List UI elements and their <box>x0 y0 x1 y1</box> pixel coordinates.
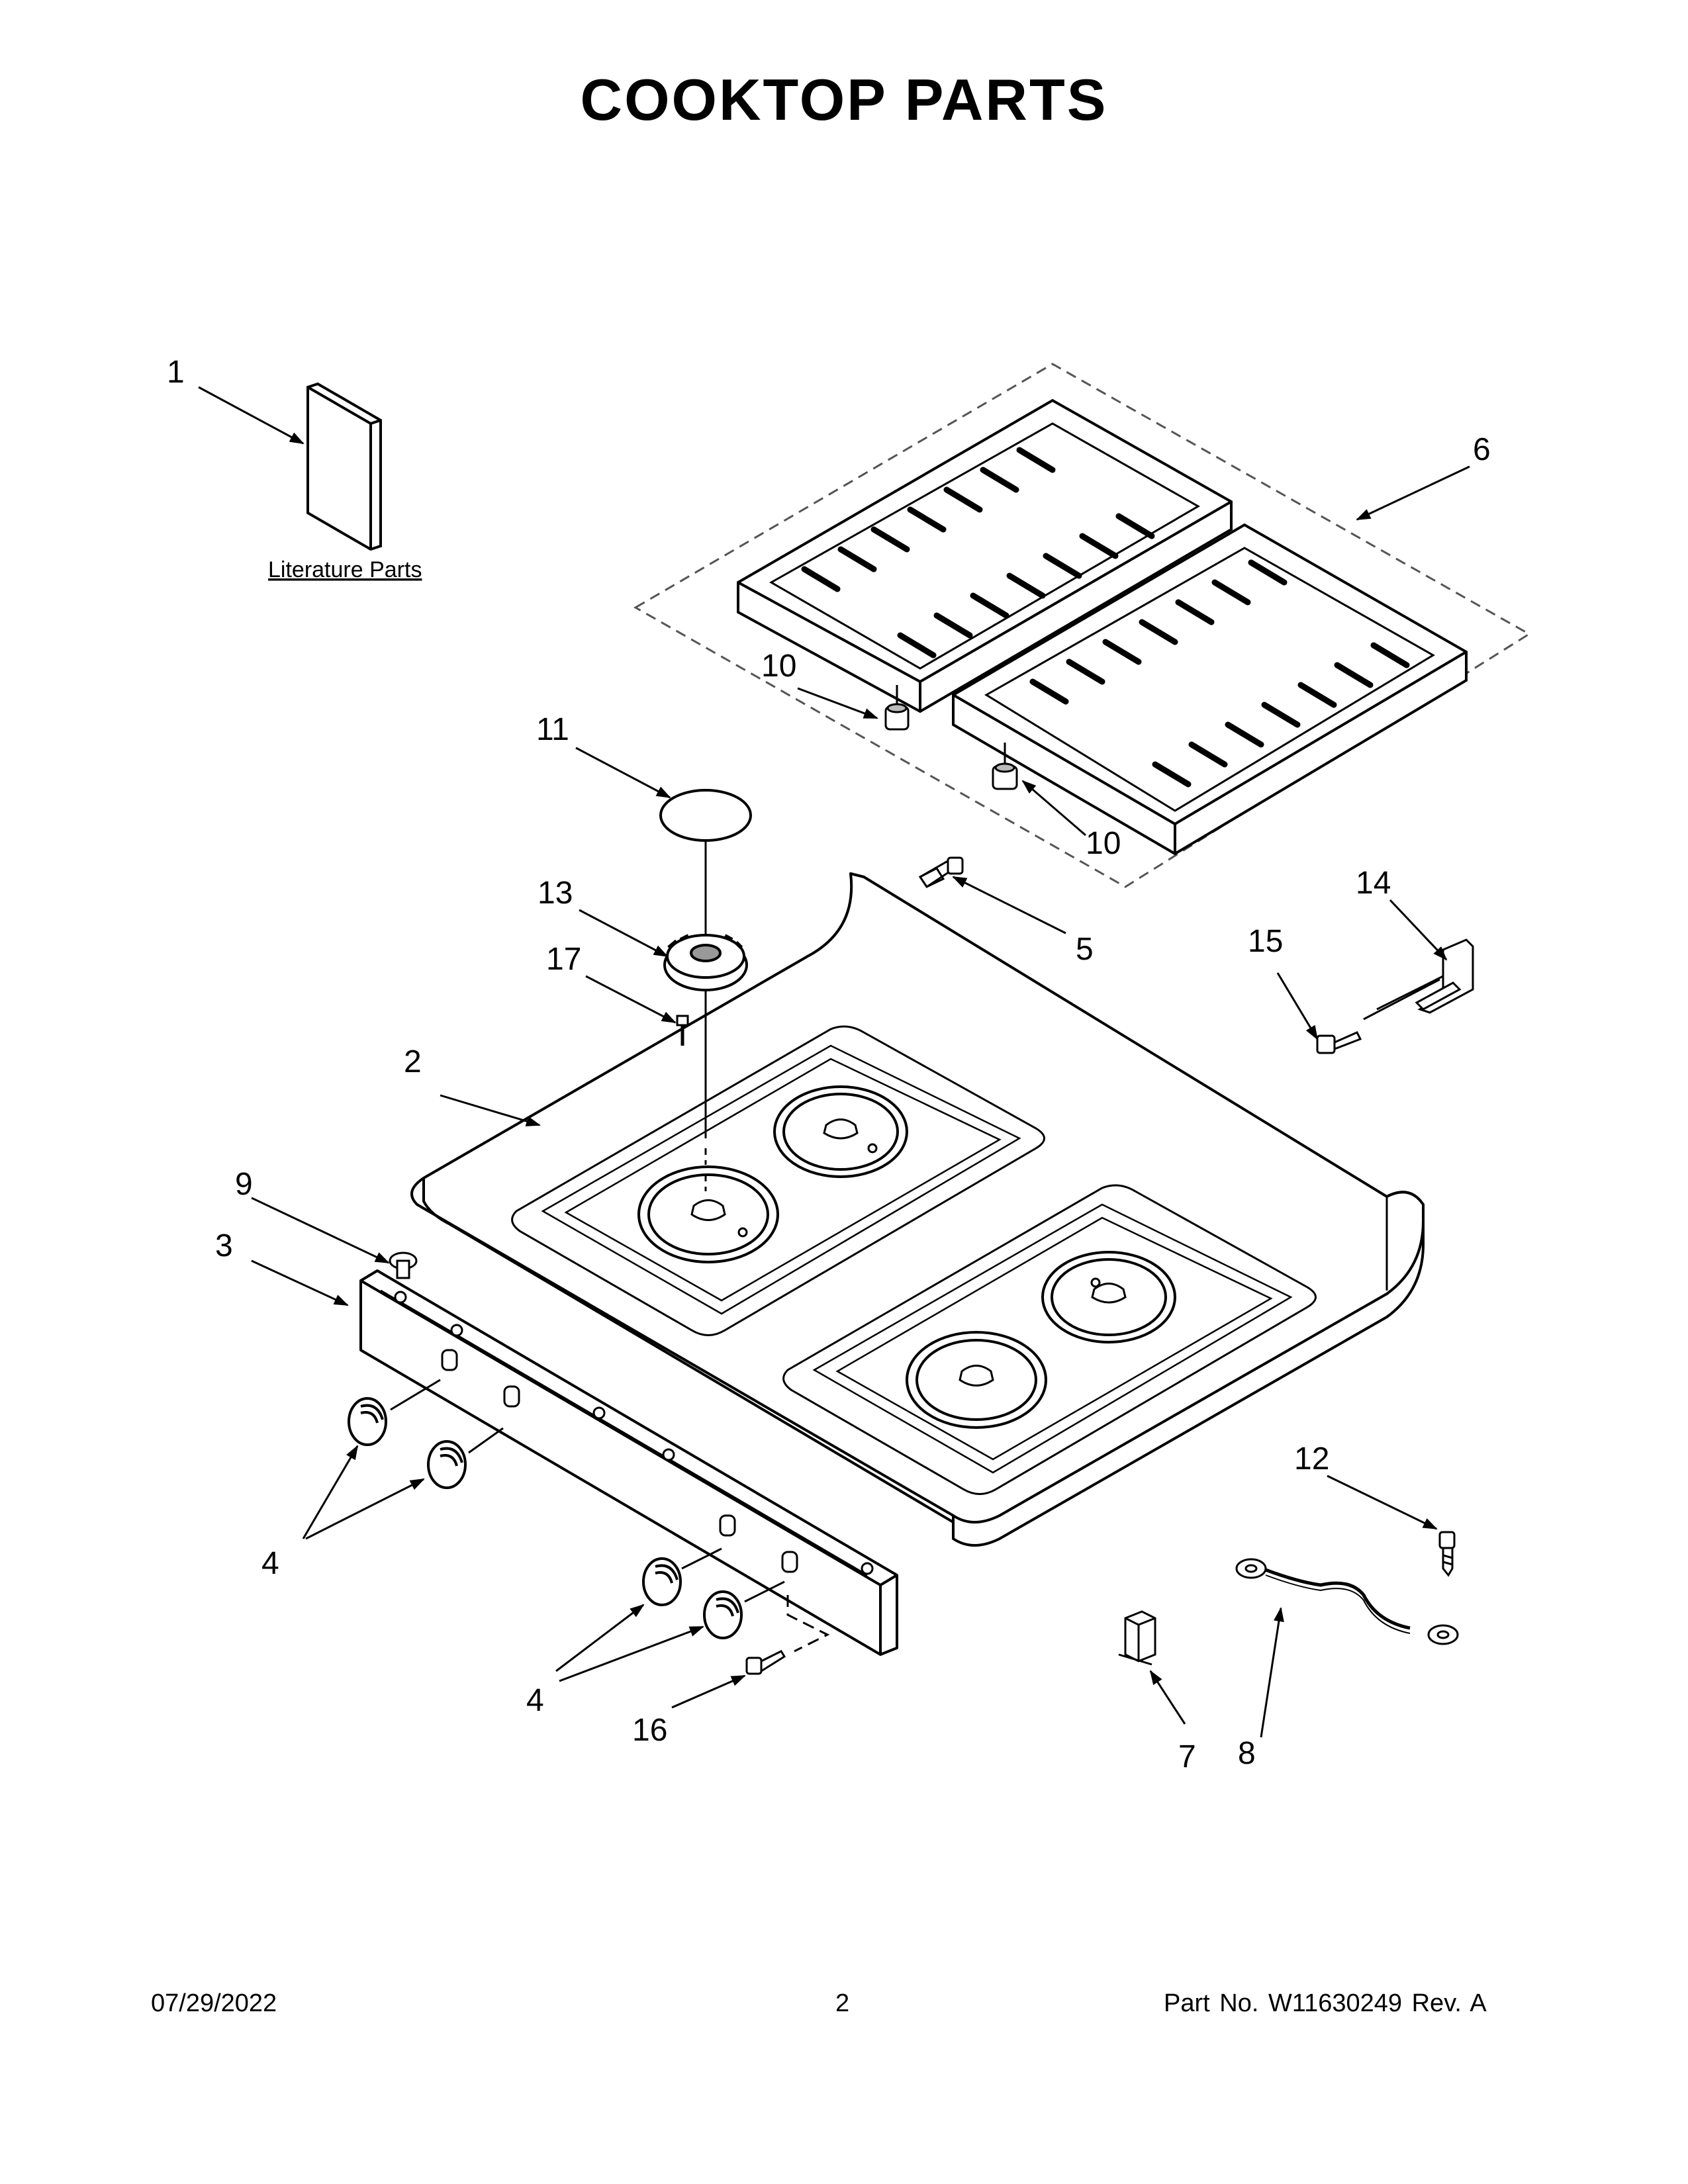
callout-4-left: 4 <box>261 1546 279 1581</box>
control-knobs <box>348 1397 743 1639</box>
callout-6: 6 <box>1473 432 1491 467</box>
page-title: COOKTOP PARTS <box>580 67 1108 132</box>
footer-part-number: Part No. W11630249 Rev. A <box>1164 1989 1487 2017</box>
callout-9: 9 <box>235 1167 253 1202</box>
right-grate <box>952 523 1468 856</box>
grates-boundary <box>633 363 1531 888</box>
callout-14: 14 <box>1356 866 1391 901</box>
callout-7: 7 <box>1178 1739 1196 1774</box>
burner-screw <box>676 1015 689 1046</box>
callout-12: 12 <box>1294 1441 1329 1477</box>
callout-2: 2 <box>404 1044 422 1079</box>
callout-10-left: 10 <box>761 649 796 684</box>
burner-cap <box>659 789 752 842</box>
callout-1: 1 <box>167 355 185 390</box>
callout-8: 8 <box>1238 1736 1256 1771</box>
callout-15: 15 <box>1248 924 1283 959</box>
grate-bumper-right <box>992 743 1018 790</box>
cooktop-right-well <box>782 1184 1317 1495</box>
callout-3: 3 <box>215 1228 233 1263</box>
left-grate <box>737 398 1233 713</box>
literature-booklet <box>306 382 382 551</box>
footer-page-number: 2 <box>835 1989 850 2017</box>
retaining-clip <box>1118 1610 1156 1666</box>
burner-port-centers <box>690 1118 1127 1387</box>
callout-16: 16 <box>632 1713 667 1748</box>
callout-13: 13 <box>538 876 573 911</box>
manifold-valve-holes <box>394 1291 874 1575</box>
panel-screw-guide <box>786 1595 830 1653</box>
callout-11: 11 <box>536 712 569 747</box>
ground-wire <box>1235 1558 1459 1645</box>
grate-bumper-left <box>884 685 910 731</box>
knob-shaft-lines <box>390 1379 785 1603</box>
right-grate-fingers <box>1029 559 1410 788</box>
cooktop-left-well <box>511 1025 1045 1336</box>
ground-screw <box>1438 1531 1456 1577</box>
igniter-bracket <box>1363 938 1474 1021</box>
burner-base <box>663 934 748 991</box>
burner-ports <box>637 1085 1176 1429</box>
footer-date: 07/29/2022 <box>151 1989 277 2017</box>
left-grate-fingers <box>801 447 1155 659</box>
callout-4-right: 4 <box>526 1683 544 1718</box>
leader-arrows <box>198 386 1470 1738</box>
cooktop-screw <box>918 856 964 888</box>
callout-5: 5 <box>1076 932 1094 967</box>
manifold-panel <box>359 1269 898 1656</box>
callout-17: 17 <box>546 942 581 977</box>
literature-label: Literature Parts <box>268 557 422 582</box>
callout-10-right: 10 <box>1086 826 1121 861</box>
manifold-screw <box>389 1251 418 1279</box>
panel-screw <box>745 1650 786 1675</box>
bracket-screw <box>1316 1031 1362 1054</box>
